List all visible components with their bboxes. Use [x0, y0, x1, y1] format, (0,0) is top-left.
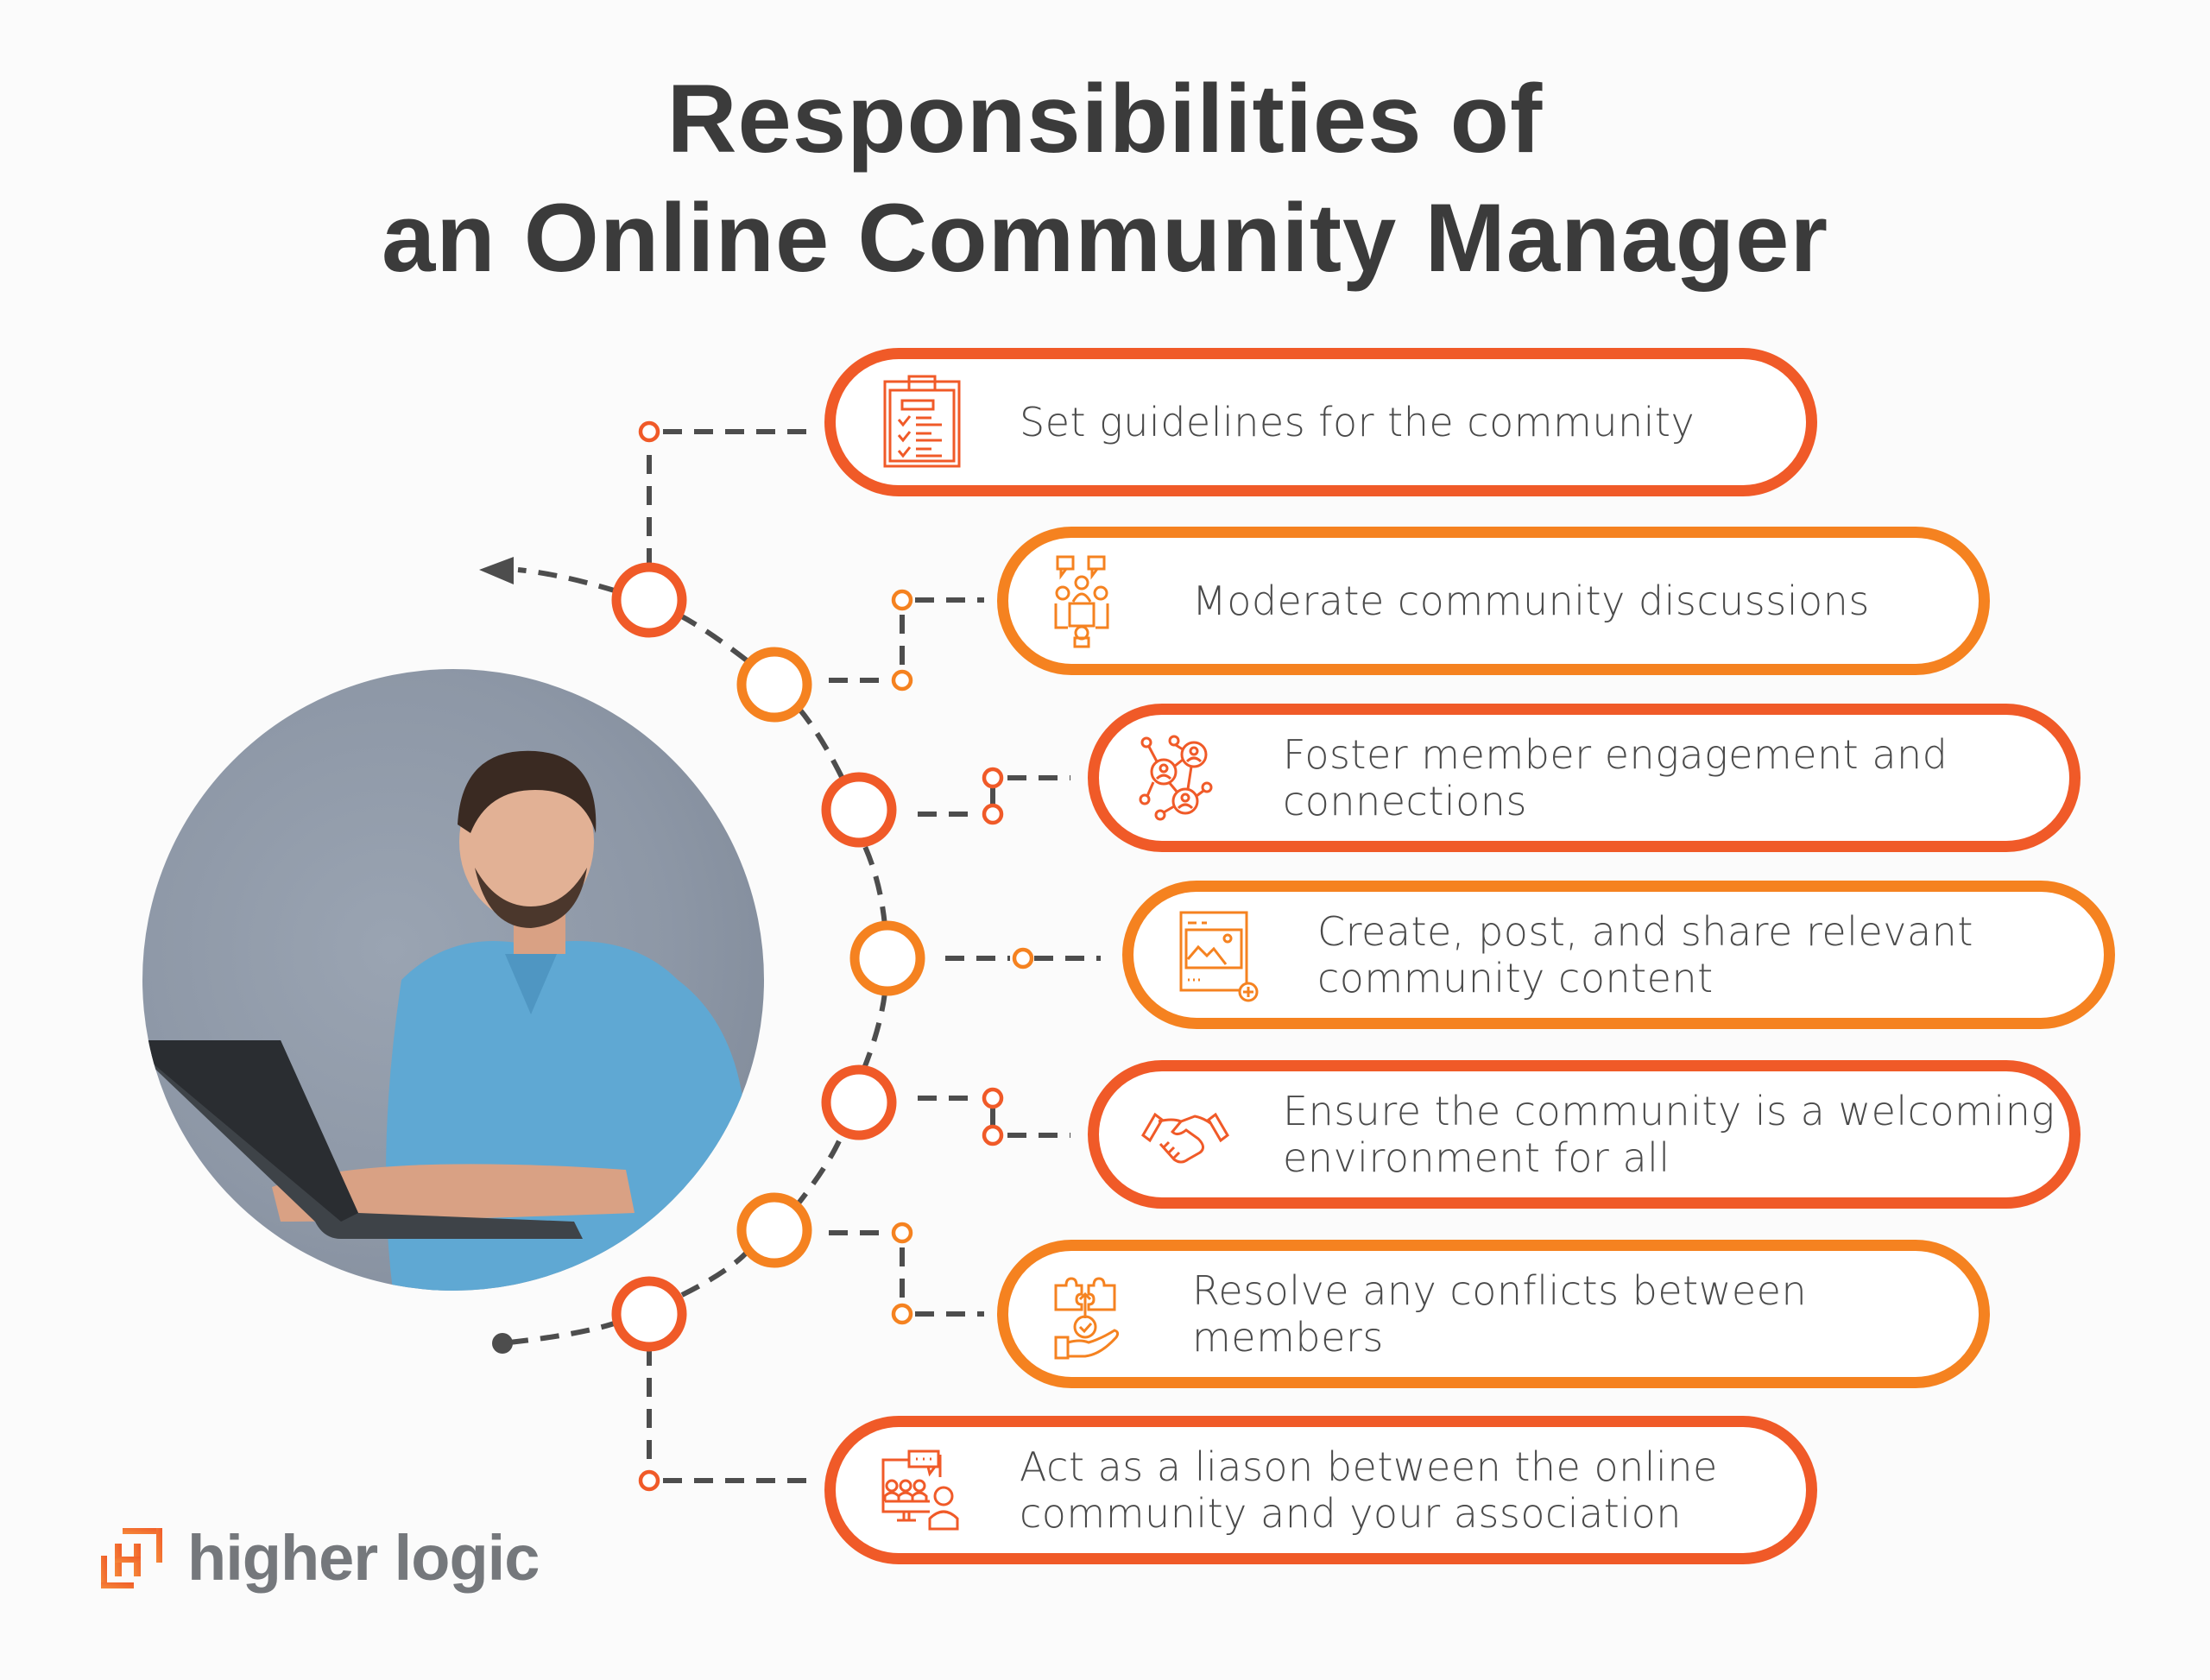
- network-people-icon: [1139, 735, 1213, 821]
- responsibility-label: Moderate community discussions: [1192, 578, 1870, 624]
- responsibility-pill-liaison: Act as a liason between the online commu…: [824, 1416, 1817, 1564]
- meeting-discussion-icon: [1054, 555, 1109, 648]
- presentation-liaison-icon: [881, 1449, 959, 1531]
- handshake-icon: [1141, 1112, 1229, 1164]
- higher-logic-h-icon: [101, 1527, 162, 1588]
- responsibility-label: Set guidelines for the community: [1020, 399, 1695, 445]
- page-title-line-2: an Online Community Manager: [381, 184, 1829, 292]
- arrow-head-icon: [479, 557, 514, 584]
- responsibility-pill-content: Create, post, and share relevant communi…: [1122, 881, 2115, 1029]
- person-photo: [142, 669, 764, 1291]
- logo-text: higher logic: [187, 1522, 540, 1594]
- puzzle-hand-resolve-icon: [1054, 1277, 1120, 1360]
- person-with-laptop-illustration: [142, 750, 747, 1291]
- responsibility-pill-guidelines: Set guidelines for the community: [824, 348, 1817, 496]
- clipboard-checklist-icon: [883, 375, 961, 468]
- responsibility-label: Foster member engagement and connections: [1283, 731, 1948, 824]
- responsibility-pill-conflicts: Resolve any conflicts between members: [997, 1240, 1990, 1388]
- responsibility-pill-moderate: Moderate community discussions: [997, 527, 1990, 675]
- responsibility-label: Create, post, and share relevant communi…: [1317, 908, 1973, 1001]
- responsibility-label: Resolve any conflicts between members: [1192, 1267, 1808, 1361]
- start-dot-icon: [492, 1333, 513, 1354]
- responsibility-pill-engagement: Foster member engagement and connections: [1088, 704, 2081, 852]
- page-title-line-1: Responsibilities of: [666, 65, 1544, 173]
- image-add-content-icon: [1179, 911, 1259, 1002]
- responsibility-label: Ensure the community is a welcoming envi…: [1283, 1088, 2055, 1181]
- higher-logic-logo: higher logic: [99, 1521, 540, 1595]
- responsibility-pill-welcoming: Ensure the community is a welcoming envi…: [1088, 1060, 2081, 1209]
- responsibility-label: Act as a liason between the online commu…: [1020, 1443, 1718, 1537]
